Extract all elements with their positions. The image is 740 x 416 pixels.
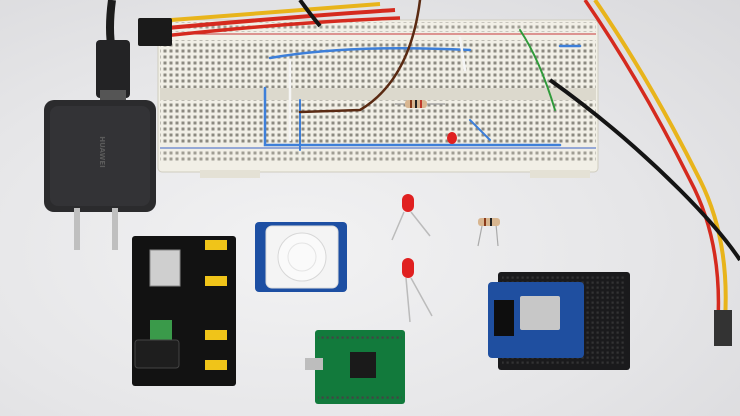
pir-sensor: [255, 222, 347, 292]
usb-serial-adapter: [305, 330, 405, 404]
led-on-board: [447, 132, 457, 144]
breadboard-wires: [263, 0, 582, 151]
loose-led-2: [402, 258, 433, 323]
breadboard-power-module: [132, 236, 236, 386]
charger-brand-label: HUAWEI: [98, 136, 106, 168]
loose-resistor: [477, 218, 500, 247]
loose-led-1: [391, 194, 431, 241]
jumper-cable-bundle: [138, 0, 740, 346]
wemos-board-on-mini-breadboard: [488, 272, 630, 370]
breadboard: [157, 19, 599, 178]
resistor-on-board: [395, 100, 445, 108]
usb-charger: HUAWEI: [44, 0, 156, 250]
